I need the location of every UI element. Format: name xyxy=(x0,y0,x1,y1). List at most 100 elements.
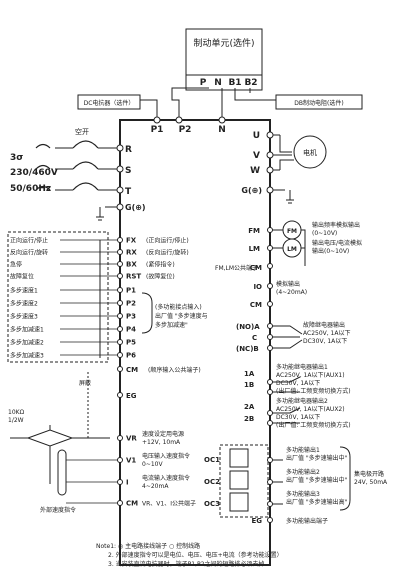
eg-terminal: EG xyxy=(126,392,137,400)
bus-terminal-p1: P1 xyxy=(151,125,164,135)
terminal-u: U xyxy=(253,131,260,141)
di-terminal: P5 xyxy=(126,339,136,347)
relay-a-nc: (NC)B xyxy=(236,345,259,353)
oc3-desc-2: 出厂值 "多步速输出高" xyxy=(286,498,348,506)
ai-desc: +12V, 10mA xyxy=(142,439,181,446)
brake-unit-box xyxy=(185,28,263,91)
di-terminal: BX xyxy=(126,261,137,269)
di-terminal: P1 xyxy=(126,287,136,295)
oc-eg-terminal: EG xyxy=(251,517,262,525)
ai-desc: 电压输入速度指令 xyxy=(142,452,190,460)
relay-a-desc-2: AC250V, 1A以下 xyxy=(303,330,350,337)
relay-2-desc-2: AC250V, 1A以下(AUX2) xyxy=(276,406,345,413)
lm-desc-2: 输出(0~10V) xyxy=(312,247,349,255)
oc1-desc-2: 出厂值 "多步速输出中" xyxy=(286,454,348,462)
motor-symbol xyxy=(293,135,327,169)
brake-terminal-b1: B1 xyxy=(228,78,241,88)
oc-bracket-1: 集电极开路 xyxy=(354,470,384,478)
power-phase: 3σ xyxy=(10,153,23,163)
note-3: 3. 当安装直流电抗器时，端子P1,P2之间的短路排必须去掉 xyxy=(108,560,264,568)
io-terminal: IO xyxy=(253,283,262,291)
relay-1-desc-1: 多功能继电器输出1 xyxy=(276,363,328,371)
cm-terminal: CM xyxy=(126,366,138,374)
di-left-label: 多步速度2 xyxy=(10,300,38,308)
cm-right-2: CM xyxy=(250,301,262,309)
power-freq: 50/60Hz xyxy=(10,184,51,194)
multi-func-note-3: 多步加减速" xyxy=(155,321,188,329)
relay-a-desc-3: DC30V, 1A以下 xyxy=(303,338,347,345)
relay-1-desc-2: AC250V, 1A以下(AUX1) xyxy=(276,372,345,379)
di-left-label: 反向运行/旋转 xyxy=(10,249,48,257)
note-1: Note1: ◎ 主电路接线端子 ○ 控制线路 xyxy=(96,542,200,550)
di-terminal: P4 xyxy=(126,326,136,334)
lm-meter-label: LM xyxy=(287,246,297,253)
ext-speed-symbol xyxy=(57,449,67,496)
di-terminal-desc: (反向运行/旋转) xyxy=(146,249,189,257)
relay-2-desc-1: 多功能继电器输出2 xyxy=(276,397,328,405)
ai-terminal: CM xyxy=(126,500,138,508)
terminal-v: V xyxy=(253,151,260,161)
brake-unit-title: 制动单元(选件) xyxy=(193,37,254,49)
breaker-label: 空开 xyxy=(75,127,89,136)
di-left-label: 多步速度1 xyxy=(10,287,38,295)
oc-dashed-box xyxy=(219,444,269,518)
multi-func-note-1: (多功能接点输入) xyxy=(155,303,202,311)
di-dashed-box xyxy=(7,231,109,363)
terminal-r: R xyxy=(125,145,132,155)
ai-terminal: VR xyxy=(126,435,137,443)
relay-a-no: (NO)A xyxy=(236,323,260,331)
di-terminal: P2 xyxy=(126,300,136,308)
dc-reactor-box xyxy=(77,94,141,110)
ai-desc: 4~20mA xyxy=(142,483,169,490)
bus-terminal-n: N xyxy=(218,125,226,135)
terminal-w: W xyxy=(250,166,260,176)
relay-2a: 2A xyxy=(244,403,255,411)
di-terminal-desc: (正向运行/停止) xyxy=(146,237,189,245)
relay-a-c: C xyxy=(252,334,257,342)
di-left-label: 多步加减速1 xyxy=(10,326,44,334)
oc1-desc-1: 多功能输出1 xyxy=(286,446,320,454)
lm-desc-1: 输出电压/电流模拟 xyxy=(312,239,362,247)
dc-reactor-label: DC电抗器（选件） xyxy=(84,99,135,107)
terminal-t: T xyxy=(125,187,132,197)
di-left-label: 急停 xyxy=(10,261,22,269)
di-left-label: 正向运行/停止 xyxy=(10,237,48,245)
di-terminal-desc: (紧停指令) xyxy=(146,261,175,269)
oc2-desc-2: 出厂值 "多步速输出中" xyxy=(286,476,348,484)
relay-a-desc-1: 故障继电器输出 xyxy=(303,321,345,329)
pot-value: 10KΩ xyxy=(8,409,25,416)
ai-terminal: I xyxy=(126,479,129,487)
bus-terminal-p2: P2 xyxy=(179,125,192,135)
terminal-s: S xyxy=(125,166,131,176)
fmlm-common: FM,LM公共端子 xyxy=(215,264,258,272)
shield-label: 屏蔽 xyxy=(79,379,91,387)
motor-label: 电机 xyxy=(303,148,317,157)
ext-speed-label: 外部速度指令 xyxy=(40,506,76,514)
oc3-desc-1: 多功能输出3 xyxy=(286,490,320,498)
note-2: 2. 外部速度指令可以是电位、电压、电压+电流（参考功能设置） xyxy=(108,551,283,559)
di-terminal: P3 xyxy=(126,313,136,321)
brake-terminal-p: P xyxy=(200,78,207,88)
oc2-label: OC2 xyxy=(204,478,220,486)
ground-left: G(⊕) xyxy=(125,203,146,212)
relay-2b: 2B xyxy=(244,415,254,423)
fm-terminal: FM xyxy=(248,227,260,235)
relay-2-desc-4: (出厂值: 工频变频切换方式) xyxy=(276,421,351,429)
di-left-label: 多步速度3 xyxy=(10,313,38,321)
fm-desc-2: (0~10V) xyxy=(312,230,337,237)
brake-terminal-b2: B2 xyxy=(244,78,257,88)
relay-1-desc-3: DC30V, 1A以下 xyxy=(276,380,320,387)
io-desc-2: (4~20mA) xyxy=(276,289,307,296)
cm-desc: (顺序输入公共端子) xyxy=(148,366,201,374)
brake-terminal-n: N xyxy=(214,78,222,88)
di-terminal: RX xyxy=(126,249,137,257)
multi-func-note-2: 出厂值 "多步速度与 xyxy=(155,312,208,320)
cm-right-1: CM xyxy=(250,264,262,272)
di-left-label: 多步加减速2 xyxy=(10,339,44,347)
db-resistor-box xyxy=(275,94,363,110)
ground-right: G(⊕) xyxy=(241,186,262,195)
oc-bracket-2: 24V, 50mA xyxy=(354,479,388,486)
di-terminal: P6 xyxy=(126,352,136,360)
